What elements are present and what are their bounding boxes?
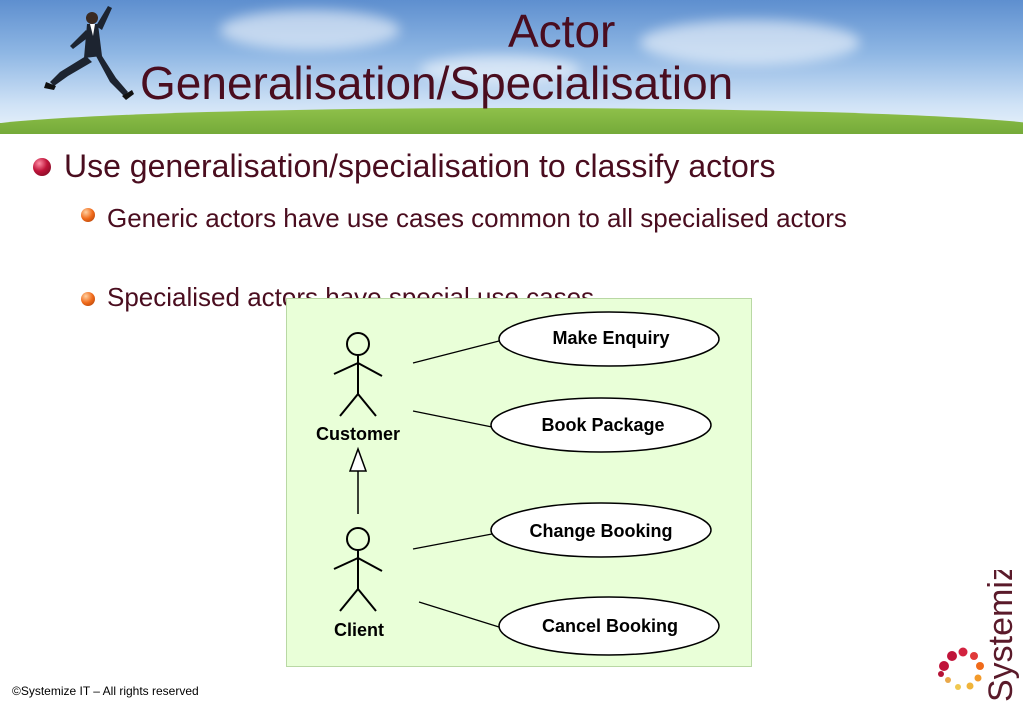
use-case-book-package: Book Package [490, 397, 712, 453]
generalisation-arrow [348, 446, 368, 514]
use-case-label: Change Booking [530, 521, 673, 541]
logo-dots-icon [938, 647, 984, 690]
use-case-cancel-booking: Cancel Booking [498, 596, 720, 656]
use-case-label: Make Enquiry [552, 328, 669, 348]
association-line [418, 601, 500, 628]
slide-title-line1: Actor [508, 5, 616, 57]
copyright-footer: ©Systemize IT – All rights reserved [12, 684, 199, 698]
bullet-level1-icon [33, 158, 51, 176]
header-banner [0, 0, 1023, 134]
bullet-level2-icon [81, 292, 95, 306]
use-case-label: Cancel Booking [542, 616, 678, 636]
actor-customer-figure [333, 332, 383, 417]
actor-customer-label: Customer [316, 424, 400, 444]
association-line [412, 410, 493, 428]
actor-client-label: Client [334, 620, 384, 640]
association-line [412, 340, 500, 364]
logo-text: Systemize IT [982, 570, 1020, 702]
systemize-it-logo: Systemize IT [938, 570, 1020, 702]
bullet-level2: Generic actors have use cases common to … [107, 203, 847, 233]
use-case-diagram: Customer Client Make Enquiry Book P [286, 298, 752, 667]
bullet-level1: Use generalisation/specialisation to cla… [64, 148, 776, 184]
association-line [412, 533, 493, 550]
use-case-diagram-canvas: Customer Client Make Enquiry Book P [316, 311, 720, 656]
use-case-make-enquiry: Make Enquiry [498, 311, 720, 367]
use-case-change-booking: Change Booking [490, 502, 712, 558]
grass-field [0, 108, 1023, 134]
bullet-level2-icon [81, 208, 95, 222]
use-case-label: Book Package [541, 415, 664, 435]
jumping-businessman-illustration [44, 6, 134, 100]
slide-title-line2: Generalisation/Specialisation [140, 57, 734, 109]
actor-client-figure [333, 527, 383, 612]
